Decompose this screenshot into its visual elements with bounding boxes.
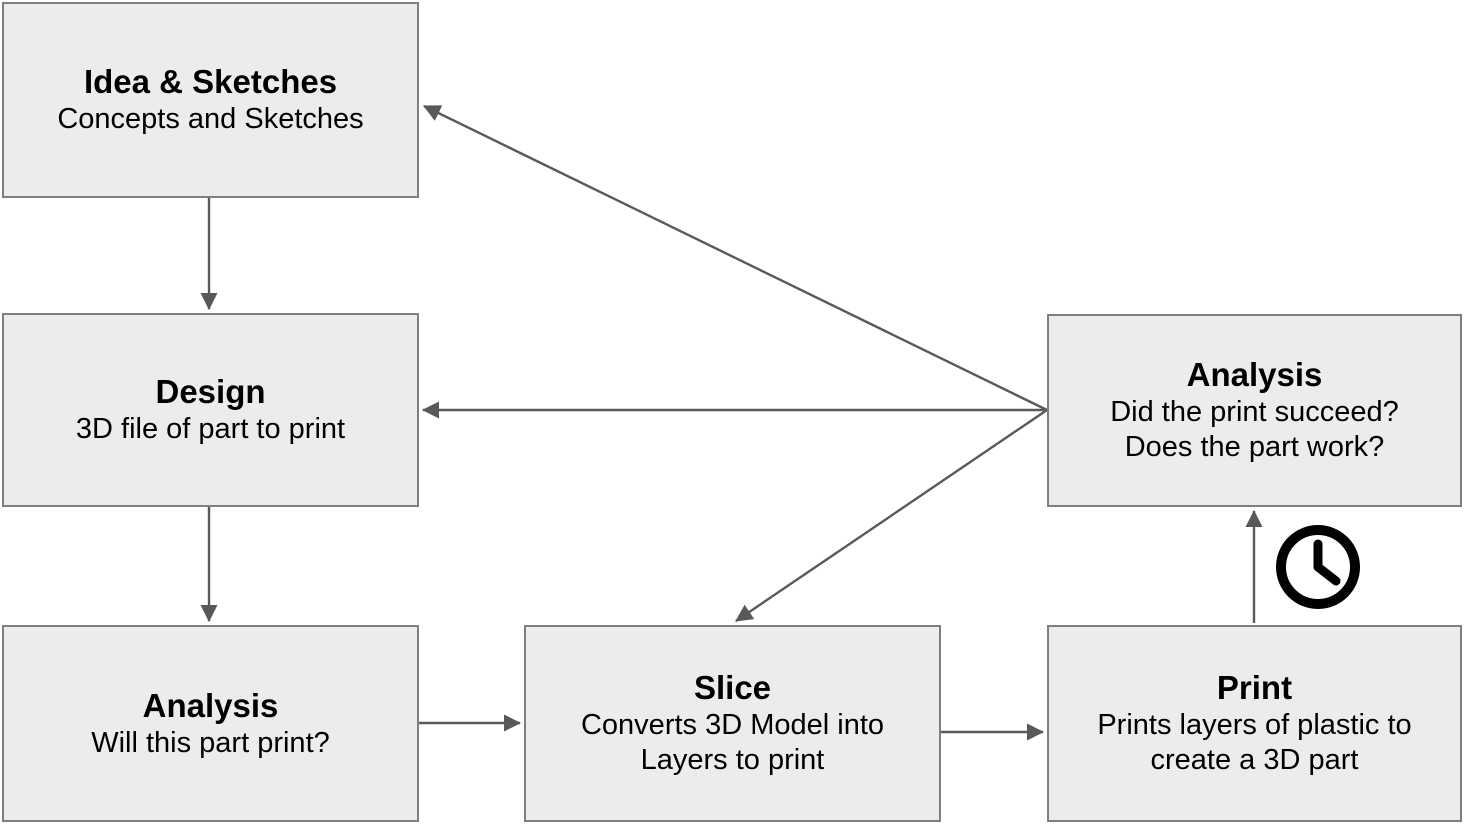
node-analysis-pre-print[interactable]: Analysis Will this part print? bbox=[2, 625, 419, 822]
clock-icon bbox=[1272, 521, 1364, 613]
node-subtitle: Prints layers of plastic to create a 3D … bbox=[1097, 709, 1412, 776]
clock-icon-svg bbox=[1276, 525, 1360, 609]
node-title: Design bbox=[155, 373, 266, 411]
node-slice[interactable]: Slice Converts 3D Model into Layers to p… bbox=[524, 625, 941, 822]
node-subtitle: Converts 3D Model into Layers to print bbox=[580, 709, 885, 776]
node-title: Slice bbox=[693, 669, 772, 707]
edge-analysis-post-to-idea bbox=[423, 104, 1048, 412]
node-subtitle: Will this part print? bbox=[91, 726, 330, 759]
node-analysis-post-print[interactable]: Analysis Did the print succeed? Does the… bbox=[1047, 314, 1462, 507]
node-title: Analysis bbox=[1186, 356, 1323, 394]
node-title: Print bbox=[1216, 669, 1293, 707]
node-subtitle: Did the print succeed? Does the part wor… bbox=[1110, 396, 1399, 463]
node-subtitle: Concepts and Sketches bbox=[57, 103, 364, 136]
node-title: Idea & Sketches bbox=[83, 63, 338, 101]
node-subtitle: 3D file of part to print bbox=[75, 413, 346, 446]
node-title: Analysis bbox=[142, 686, 279, 724]
node-design[interactable]: Design 3D file of part to print bbox=[2, 313, 419, 507]
edge-analysis-post-to-slice bbox=[735, 409, 1048, 622]
node-print[interactable]: Print Prints layers of plastic to create… bbox=[1047, 625, 1462, 822]
node-idea-and-sketches[interactable]: Idea & Sketches Concepts and Sketches bbox=[2, 2, 419, 198]
